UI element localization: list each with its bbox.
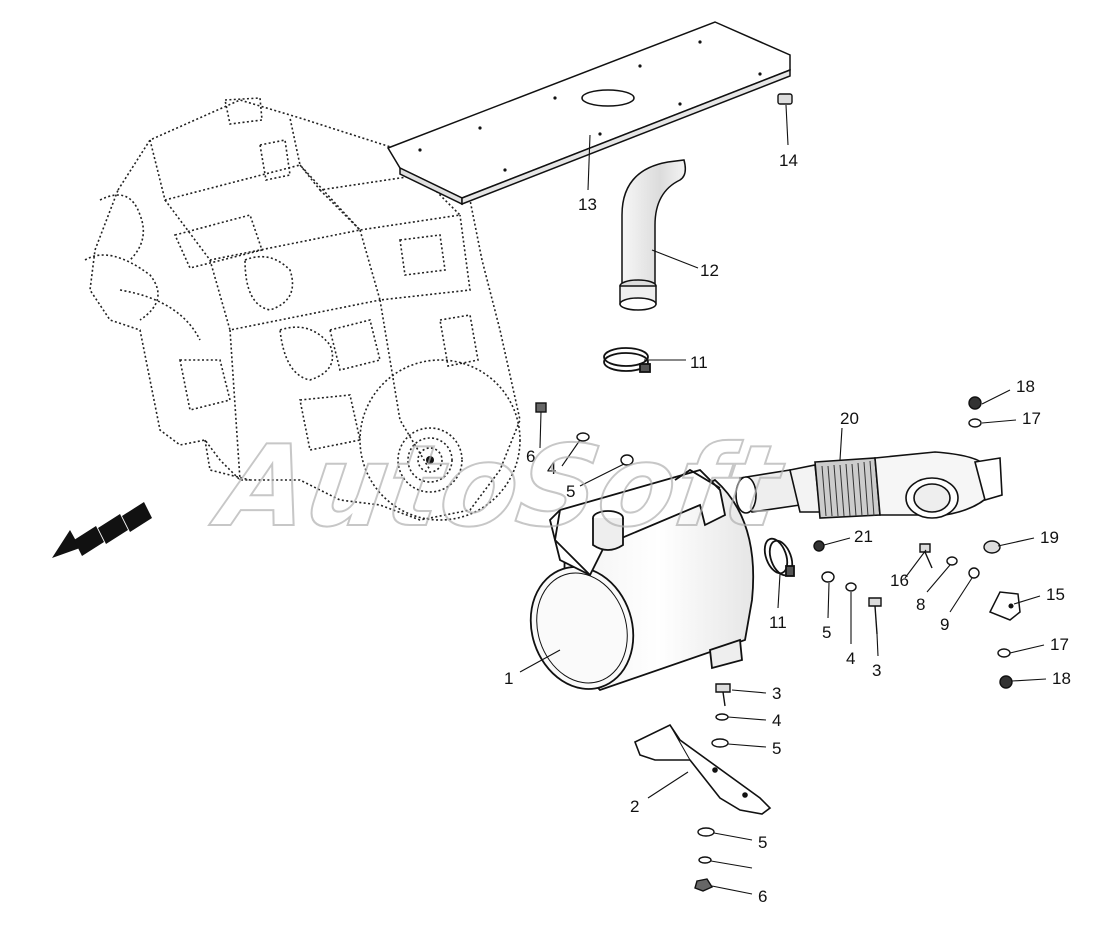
part-label: 14	[779, 151, 798, 170]
leader-lines	[519, 104, 1047, 895]
part-label: 5	[758, 833, 767, 852]
part-number-labels: 1 2 3 3 4 4 4 5 5 5 5 6 6 8 9 11 11 12 1…	[504, 151, 1071, 906]
part-label: 3	[772, 684, 781, 703]
part-label: 8	[916, 595, 925, 614]
part-label: 11	[769, 613, 787, 632]
part-11-clamp-lower	[763, 537, 795, 577]
part-label: 1	[504, 669, 513, 688]
forward-direction-arrow-icon	[52, 502, 152, 558]
part-label: 9	[940, 615, 949, 634]
part-label: 16	[890, 571, 909, 590]
part-15-bracket-small	[988, 591, 1021, 621]
engine-assembly	[84, 97, 521, 521]
part-1-muffler	[529, 468, 755, 692]
part-label: 6	[758, 887, 767, 906]
part-label: 13	[578, 195, 597, 214]
part-20-flex-pipe	[735, 451, 1003, 519]
part-label: 18	[1016, 377, 1035, 396]
part-label: 6	[526, 447, 535, 466]
part-14-rubber-buffer	[777, 93, 793, 105]
part-label: 20	[840, 409, 859, 428]
part-label: 2	[630, 797, 639, 816]
part-label: 11	[690, 353, 708, 372]
part-label: 17	[1050, 635, 1069, 654]
part-11-clamp-upper	[603, 347, 651, 373]
part-label: 15	[1046, 585, 1065, 604]
part-label: 18	[1052, 669, 1071, 688]
part-label: 5	[822, 623, 831, 642]
part-label: 17	[1022, 409, 1041, 428]
hardware-fasteners	[535, 396, 1013, 892]
part-13-cover-plate	[386, 21, 791, 206]
watermark: AutoSoft	[204, 422, 791, 552]
part-label: 5	[772, 739, 781, 758]
part-label: 19	[1040, 528, 1059, 547]
flywheel-bolt-ring	[426, 456, 434, 464]
part-2-bracket	[633, 723, 772, 815]
part-label: 3	[872, 661, 881, 680]
part-12-tail-pipe	[619, 159, 687, 311]
part-label: 21	[854, 527, 873, 546]
part-label: 4	[547, 459, 556, 478]
part-label: 12	[700, 261, 719, 280]
part-label: 4	[772, 711, 781, 730]
part-label: 5	[566, 482, 575, 501]
part-label: 4	[846, 649, 855, 668]
